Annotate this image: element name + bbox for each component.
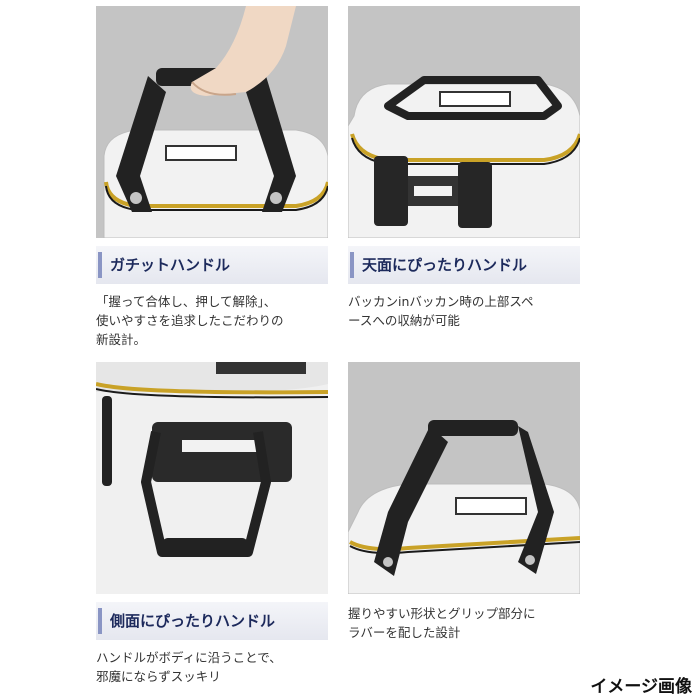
feature-heading-text: 天面にぴったりハンドル (362, 256, 528, 274)
feature-heading-text: ガチットハンドル (110, 256, 231, 274)
feature-description-2: バッカンinバッカン時の上部スペ ースへの収納が可能 (348, 294, 534, 328)
image-caption: イメージ画像 (590, 677, 692, 697)
feature-heading-text: 側面にぴったりハンドル (110, 612, 276, 630)
photo-handle-upright-grip (348, 362, 580, 594)
handle-folded-top-image (348, 6, 580, 238)
heading-accent-bar (350, 252, 354, 278)
feature-description-4: 握りやすい形状とグリップ部分に ラバーを配した設計 (348, 606, 536, 640)
hand-lifting-handle-image (96, 6, 328, 238)
feature-heading-2: 天面にぴったりハンドル (348, 246, 580, 284)
heading-accent-bar (98, 608, 102, 634)
photo-handle-folded-side (96, 362, 328, 594)
photo-handle-folded-top (348, 6, 580, 238)
handle-upright-grip-image (348, 362, 580, 594)
feature-description-1: 「握って合体し、押して解除」、 使いやすさを追求したこだわりの 新設計。 (96, 294, 284, 347)
handle-folded-side-image (96, 362, 328, 594)
feature-heading-3: 側面にぴったりハンドル (96, 602, 328, 640)
heading-accent-bar (98, 252, 102, 278)
photo-hand-lifting-handle (96, 6, 328, 238)
feature-description-3: ハンドルがボディに沿うことで、 邪魔にならずスッキリ (96, 650, 282, 684)
feature-heading-1: ガチットハンドル (96, 246, 328, 284)
